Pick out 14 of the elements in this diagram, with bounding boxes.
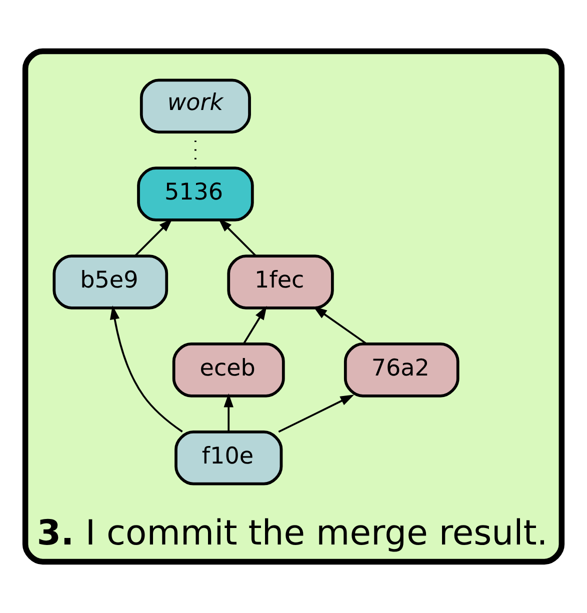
node-box: 76a2	[344, 342, 460, 398]
node-box: work	[140, 78, 251, 134]
arrow	[242, 306, 267, 344]
node-box: 5136	[137, 166, 254, 222]
node-box: f10e	[174, 430, 283, 486]
arrow	[278, 394, 354, 433]
arrow	[224, 393, 234, 432]
node-box: 1fec	[227, 254, 334, 310]
arrow	[218, 218, 257, 257]
arrow	[313, 306, 368, 345]
node-box: eceb	[172, 342, 285, 398]
arrow	[110, 305, 183, 432]
node-box: b5e9	[52, 254, 168, 310]
arrow	[134, 218, 173, 257]
